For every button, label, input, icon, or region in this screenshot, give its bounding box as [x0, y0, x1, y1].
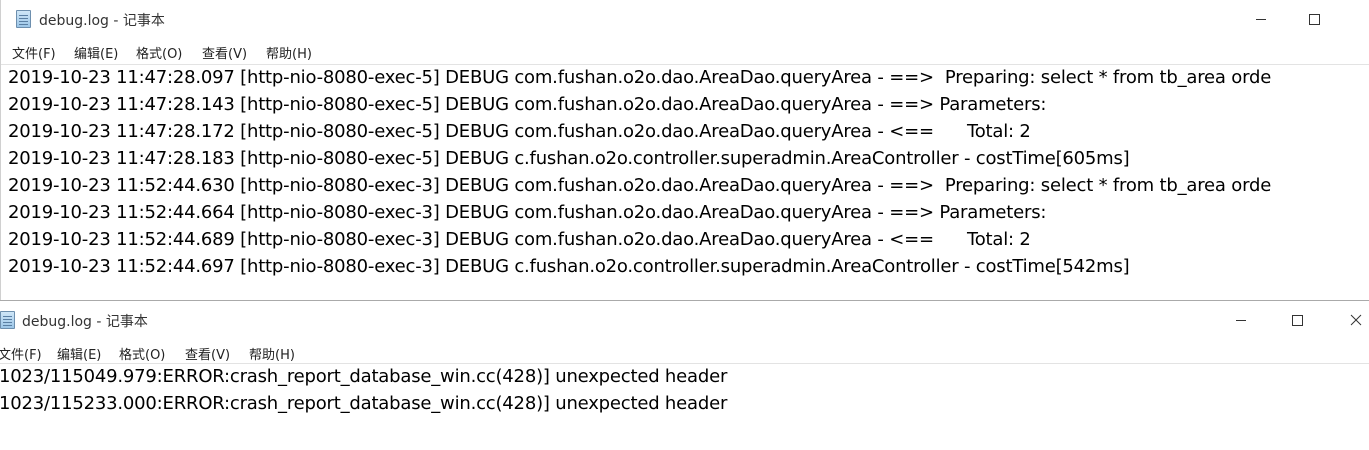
minimize-icon	[1236, 320, 1246, 321]
menu-file[interactable]: 文件(F)	[0, 348, 42, 363]
notepad-icon	[0, 311, 15, 329]
title-bar[interactable]: debug.log - 记事本	[1, 0, 1369, 38]
minimize-button[interactable]	[1238, 0, 1284, 38]
minimize-icon	[1256, 19, 1266, 20]
window-title: debug.log - 记事本	[39, 13, 165, 29]
menu-view[interactable]: 查看(V)	[202, 47, 248, 62]
log-line: 2019-10-23 11:52:44.664 [http-nio-8080-e…	[8, 202, 1052, 223]
menu-bar: 文件(F) 编辑(E) 格式(O) 查看(V) 帮助(H)	[1, 38, 1369, 64]
maximize-button[interactable]	[1274, 301, 1320, 339]
menu-help[interactable]: 帮助(H)	[266, 47, 312, 62]
log-line: 1023/115049.979:ERROR:crash_report_datab…	[0, 366, 728, 387]
maximize-button[interactable]	[1291, 0, 1337, 38]
menu-view[interactable]: 查看(V)	[185, 348, 231, 363]
menu-edit[interactable]: 编辑(E)	[57, 348, 102, 363]
menu-help[interactable]: 帮助(H)	[249, 348, 295, 363]
close-icon	[1350, 314, 1362, 326]
log-line: 1023/115233.000:ERROR:crash_report_datab…	[0, 393, 728, 414]
log-line: 2019-10-23 11:52:44.697 [http-nio-8080-e…	[8, 256, 1130, 277]
minimize-button[interactable]	[1218, 301, 1264, 339]
menu-edit[interactable]: 编辑(E)	[74, 47, 119, 62]
menu-bar: 文件(F) 编辑(E) 格式(O) 查看(V) 帮助(H)	[0, 339, 1369, 365]
menu-file[interactable]: 文件(F)	[12, 47, 56, 62]
log-line: 2019-10-23 11:52:44.630 [http-nio-8080-e…	[8, 175, 1272, 196]
notepad-icon	[16, 10, 31, 28]
maximize-icon	[1309, 14, 1320, 25]
maximize-icon	[1292, 315, 1303, 326]
log-line: 2019-10-23 11:47:28.183 [http-nio-8080-e…	[8, 148, 1130, 169]
menu-format[interactable]: 格式(O)	[136, 47, 183, 62]
text-editor[interactable]: 2019-10-23 11:47:28.097 [http-nio-8080-e…	[1, 64, 1369, 300]
notepad-window-secondary: debug.log - 记事本 文件(F) 编辑(E) 格式(O) 查看(V) …	[0, 300, 1369, 450]
title-bar[interactable]: debug.log - 记事本	[0, 301, 1369, 339]
log-line: 2019-10-23 11:47:28.172 [http-nio-8080-e…	[8, 121, 1031, 142]
menu-format[interactable]: 格式(O)	[119, 348, 166, 363]
notepad-window-main: debug.log - 记事本 文件(F) 编辑(E) 格式(O) 查看(V) …	[0, 0, 1369, 300]
text-editor[interactable]: 1023/115049.979:ERROR:crash_report_datab…	[0, 363, 1369, 450]
close-button[interactable]	[1333, 301, 1369, 339]
window-title: debug.log - 记事本	[22, 314, 148, 330]
log-line: 2019-10-23 11:47:28.143 [http-nio-8080-e…	[8, 94, 1052, 115]
log-line: 2019-10-23 11:52:44.689 [http-nio-8080-e…	[8, 229, 1031, 250]
log-line: 2019-10-23 11:47:28.097 [http-nio-8080-e…	[8, 67, 1272, 88]
